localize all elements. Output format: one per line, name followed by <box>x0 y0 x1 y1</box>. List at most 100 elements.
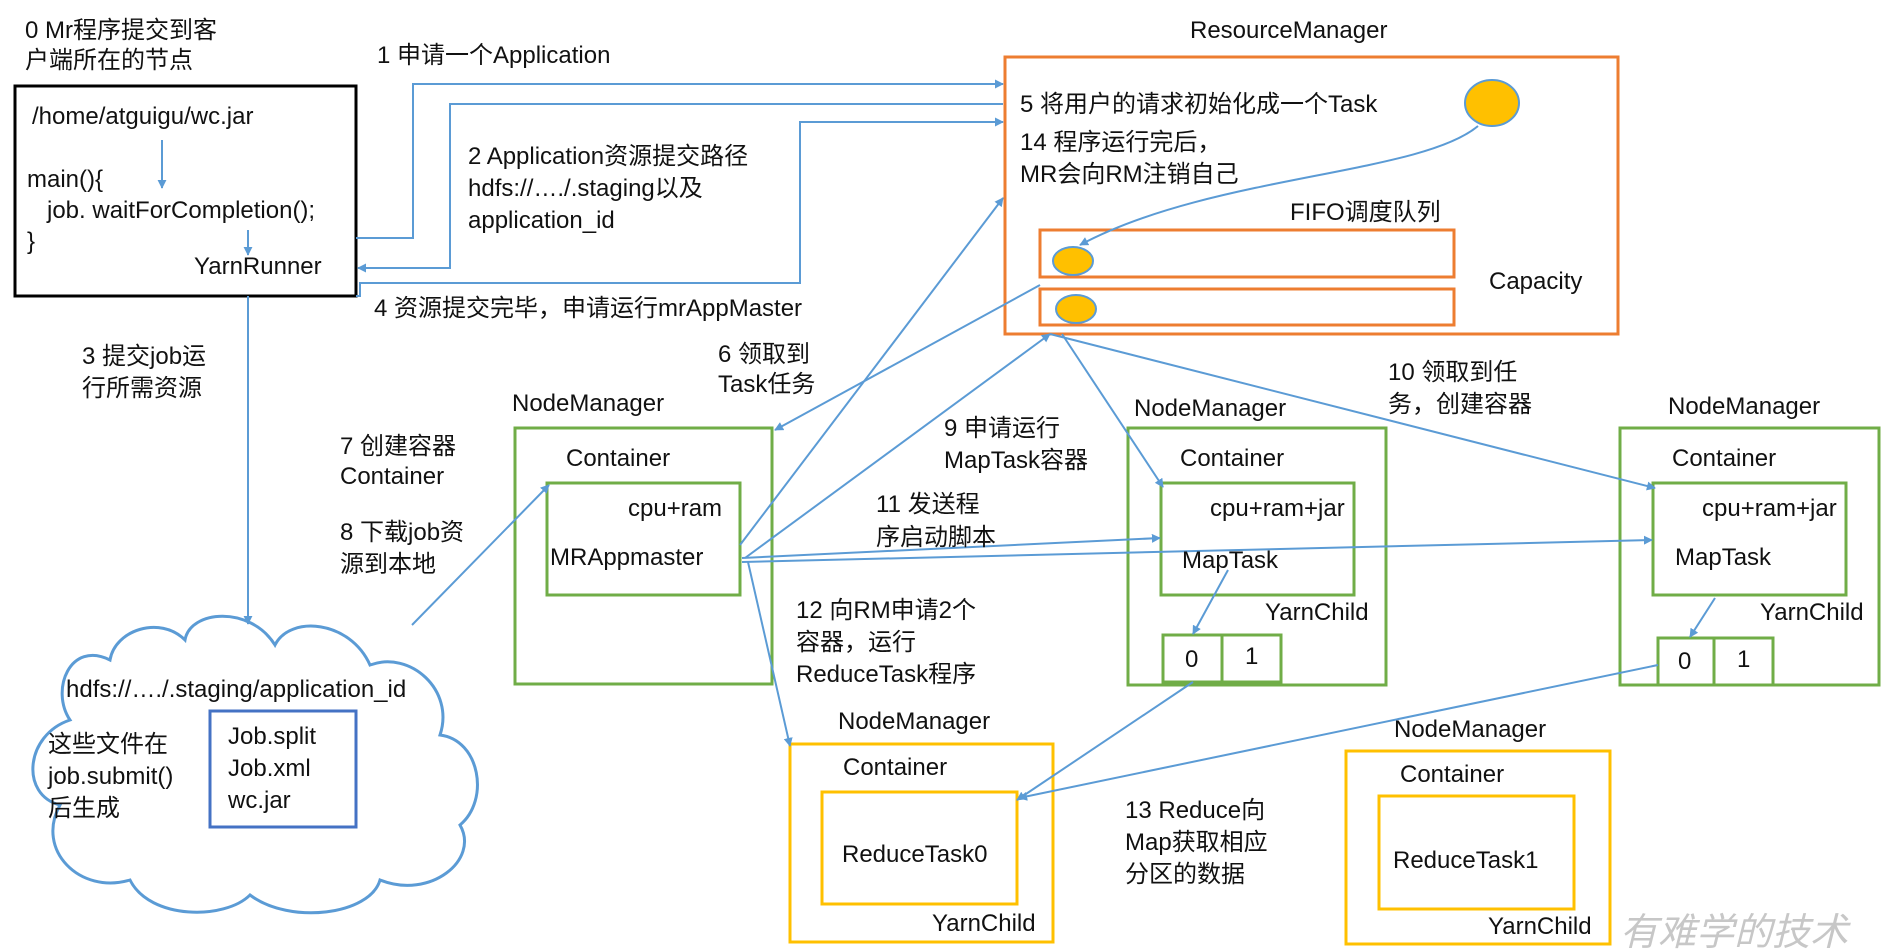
step2-line3: application_id <box>468 207 615 234</box>
queued-task-dot-1 <box>1052 246 1094 276</box>
arrow-step11-launch-map2 <box>741 535 1653 563</box>
fifo-queue-slot-1 <box>1038 228 1456 279</box>
map1-resources-label: cpu+ram+jar <box>1210 495 1345 522</box>
code-close-brace: } <box>27 228 35 255</box>
nodemanager-map1-title: NodeManager <box>1134 395 1286 422</box>
hdfs-staging-cloud <box>31 614 479 915</box>
step3-line1: 3 提交job运 <box>82 343 206 370</box>
yarn-runner-label: YarnRunner <box>194 253 322 280</box>
reduce1-task-label: ReduceTask1 <box>1393 847 1538 874</box>
step12-line1: 12 向RM申请2个 <box>796 597 976 624</box>
nodemanager-am-title: NodeManager <box>512 390 664 417</box>
arrow-step4-submit-done <box>356 117 1004 297</box>
step8-line2: 源到本地 <box>340 551 436 578</box>
nodemanager-reduce1-box <box>1344 749 1612 946</box>
step3-line2: 行所需资源 <box>82 375 202 402</box>
map1-container-label: Container <box>1180 445 1284 472</box>
step10-line2: 务，创建容器 <box>1388 391 1532 418</box>
step2-line1: 2 Application资源提交路径 <box>468 143 748 170</box>
map2-task-label: MapTask <box>1675 544 1772 571</box>
am-resources-label: cpu+ram <box>628 495 722 522</box>
fifo-queue-label: FIFO调度队列 <box>1290 199 1441 226</box>
step5-label: 5 将用户的请求初始化成一个Task <box>1020 91 1378 118</box>
step9-line2: MapTask容器 <box>944 447 1088 474</box>
step13-line2: Map获取相应 <box>1125 829 1268 856</box>
code-main: main(){ <box>27 166 103 193</box>
arrow-map1-to-partitions <box>1192 569 1229 635</box>
nodemanager-map2-title: NodeManager <box>1668 393 1820 420</box>
step8-line1: 8 下载job资 <box>340 519 464 546</box>
hdfs-staging-path: hdfs://…./.staging/application_id <box>66 676 406 703</box>
job-file-split: Job.split <box>228 723 316 750</box>
map2-resources-label: cpu+ram+jar <box>1702 495 1837 522</box>
code-wait-for-completion: job. waitForCompletion(); <box>46 197 315 224</box>
reduce0-container-box <box>820 790 1019 906</box>
am-container-box <box>545 481 742 597</box>
step10-line1: 10 领取到任 <box>1388 359 1517 386</box>
reduce0-yarn-child-label: YarnChild <box>932 910 1036 937</box>
map2-partition-0: 0 <box>1678 648 1691 675</box>
step7-line2: Container <box>340 463 444 490</box>
step11-line2: 序启动脚本 <box>876 524 996 551</box>
arrow-step9-request-map-container <box>744 333 1051 559</box>
arrow-step5-task-into-queue <box>1079 125 1479 246</box>
step13-line3: 分区的数据 <box>1125 861 1245 888</box>
queued-task-dot-2 <box>1055 294 1097 324</box>
map1-partition-1: 1 <box>1245 643 1258 670</box>
map1-yarn-child-label: YarnChild <box>1265 599 1369 626</box>
watermark: 有难学的技术 <box>1620 910 1851 951</box>
step11-line1: 11 发送程 <box>876 491 980 518</box>
resource-manager-title: ResourceManager <box>1190 17 1387 44</box>
nodemanager-map1-box <box>1126 426 1388 687</box>
map1-container-box <box>1159 481 1356 597</box>
capacity-label: Capacity <box>1489 268 1582 295</box>
map1-partition-0: 0 <box>1185 646 1198 673</box>
map1-partition-1-box <box>1220 633 1283 684</box>
arrow-step8-download-resources <box>411 484 550 626</box>
nodemanager-reduce1-title: NodeManager <box>1394 716 1546 743</box>
step9-line1: 9 申请运行 <box>944 415 1060 442</box>
arrow-step13-shuffle-from-map2 <box>1018 664 1659 801</box>
hdfs-note-line3: 后生成 <box>48 795 120 822</box>
map2-container-label: Container <box>1672 445 1776 472</box>
step14-line1: 14 程序运行完后， <box>1020 129 1221 156</box>
arrow-step1-apply-application <box>356 79 1004 239</box>
arrow-step12-reduce-container <box>747 561 793 747</box>
step12-line2: 容器，运行 <box>796 629 916 656</box>
client-caption-line2: 户端所在的节点 <box>25 47 193 74</box>
step14-line2: MR会向RM注销自己 <box>1020 161 1239 188</box>
nodemanager-reduce0-box <box>788 742 1055 944</box>
arrow-am-to-rm <box>739 197 1004 546</box>
step1-label: 1 申请一个Application <box>377 42 610 69</box>
step12-line3: ReduceTask程序 <box>796 661 976 688</box>
map2-yarn-child-label: YarnChild <box>1760 599 1864 626</box>
arrow-step11-launch-map1 <box>741 533 1161 559</box>
reduce1-container-label: Container <box>1400 761 1504 788</box>
job-file-xml: Job.xml <box>228 755 311 782</box>
step13-line1: 13 Reduce向 <box>1125 797 1265 824</box>
step2-line2: hdfs://…./.staging以及 <box>468 175 703 202</box>
arrow-rm-to-map1 <box>1061 333 1164 488</box>
map2-partition-1: 1 <box>1737 646 1750 673</box>
arrow-step6-receive-task <box>774 284 1041 431</box>
hdfs-note-line1: 这些文件在 <box>48 731 168 758</box>
step6-line1: 6 领取到 <box>718 341 810 368</box>
am-container-label: Container <box>566 445 670 472</box>
arrow-step13-shuffle-from-map1 <box>1016 681 1194 801</box>
arrow-map2-to-partitions <box>1689 597 1716 638</box>
client-node-box <box>13 84 358 298</box>
client-caption-line1: 0 Mr程序提交到客 <box>25 17 217 44</box>
reduce1-container-box <box>1377 794 1576 911</box>
app-master-label: MRAppmaster <box>550 544 703 571</box>
arrow-step2-return-path <box>357 103 1003 273</box>
map2-container-box <box>1651 481 1848 597</box>
step4-label: 4 资源提交完毕，申请运行mrAppMaster <box>374 295 802 322</box>
reduce0-container-label: Container <box>843 754 947 781</box>
step6-line2: Task任务 <box>718 371 815 398</box>
map1-task-label: MapTask <box>1182 547 1279 574</box>
arrow-step10-rm-to-map2 <box>1049 333 1656 491</box>
reduce1-yarn-child-label: YarnChild <box>1488 913 1592 940</box>
reduce0-task-label: ReduceTask0 <box>842 841 987 868</box>
